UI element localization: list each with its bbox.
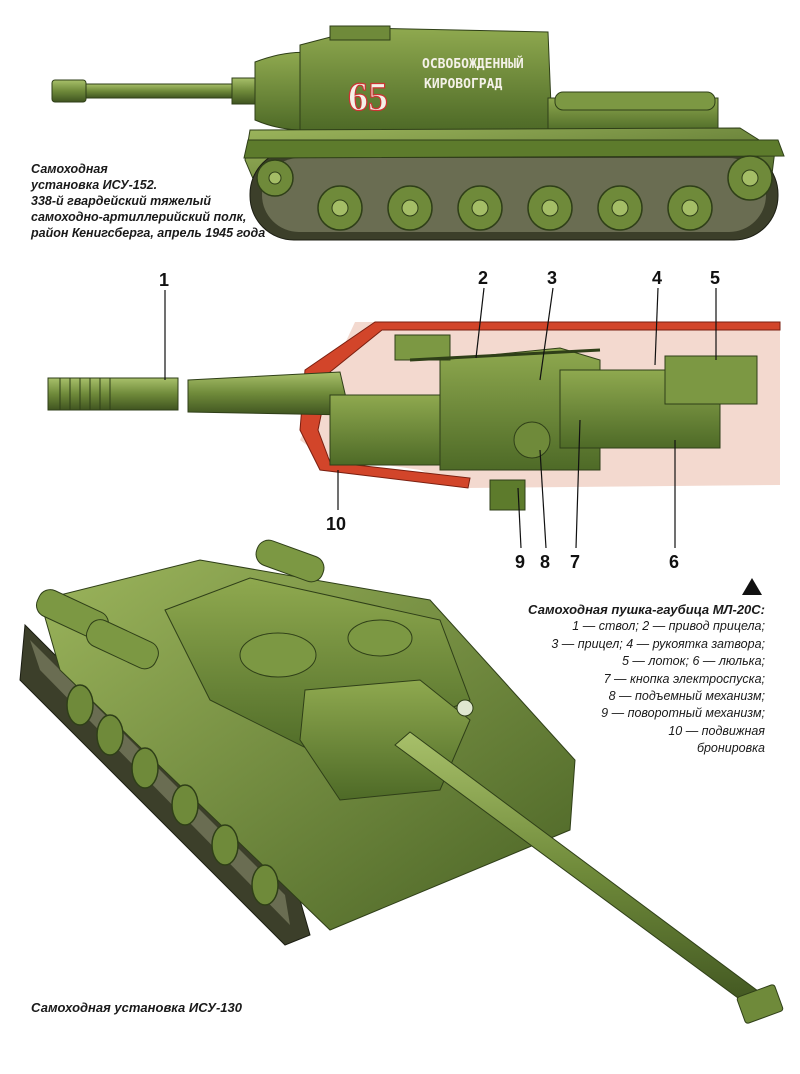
callout-9: 9	[515, 552, 526, 572]
callout-8: 8	[540, 552, 551, 572]
callout-10: 10	[326, 514, 347, 534]
slogan-line-2: КИРОВОГРАД	[424, 77, 502, 92]
top-caption-line: установка ИСУ-152.	[31, 178, 158, 192]
callout-5: 5	[710, 268, 721, 288]
top-caption-line: Самоходная	[31, 162, 108, 176]
isu-130-three-quarter-view	[19, 539, 784, 1024]
muzzle-brake	[51, 79, 87, 103]
callout-1: 1	[159, 270, 170, 290]
slogan-line-1: ОСВОБОЖДЕННЫЙ	[422, 56, 524, 72]
fuel-tanks	[554, 91, 716, 111]
callout-7: 7	[570, 552, 581, 572]
legend-line: 5 — лоток; 6 — люлька;	[622, 654, 765, 669]
isu-130-road-wheels	[66, 684, 279, 906]
top-caption-line: самоходно-артиллерийский полк,	[31, 210, 247, 224]
legend-line: 7 — кнопка электроспуска;	[603, 671, 765, 686]
legend-title: Самоходная пушка-гаубица МЛ-20С:	[528, 602, 765, 617]
callout-4: 4	[652, 268, 663, 288]
callout-3: 3	[547, 268, 558, 288]
callout-leaders	[164, 287, 717, 549]
top-caption-line: 338-й гвардейский тяжелый	[31, 194, 211, 208]
callout-6: 6	[669, 552, 680, 572]
headlight-icon	[456, 699, 474, 717]
top-caption-line: район Кенигсберга, апрель 1945 года	[31, 226, 266, 240]
barrel-section	[187, 371, 351, 416]
legend-line: 10 — подвижная	[668, 723, 765, 738]
tactical-number: 65	[348, 74, 388, 119]
loading-tray	[664, 355, 758, 405]
fuel-drums	[35, 539, 325, 670]
barrel-muzzle-section	[47, 377, 179, 411]
isu-130-mantlet	[299, 679, 471, 801]
bottom-caption: Самоходная установка ИСУ-130	[31, 1000, 242, 1015]
callout-2: 2	[478, 268, 489, 288]
legend-line: 3 — прицел; 4 — рукоятка затвора;	[551, 636, 765, 651]
gun-legend: Самоходная пушка-гаубица МЛ-20С: 1 — ств…	[470, 601, 765, 758]
pointer-triangle-icon	[742, 578, 762, 595]
ml-20s-cutaway	[47, 287, 781, 549]
legend-line: 1 — ствол; 2 — привод прицела;	[572, 619, 765, 634]
legend-line: 8 — подъемный механизм;	[608, 689, 765, 704]
top-caption: Самоходная установка ИСУ-152. 338-й гвар…	[31, 161, 265, 241]
isu-152-side-view: 65 ОСВОБОЖДЕННЫЙ КИРОВОГРАД	[51, 25, 785, 241]
commander-hatch	[239, 632, 317, 678]
legend-line: 9 — поворотный механизм;	[601, 706, 765, 721]
legend-line: бронировка	[696, 741, 765, 756]
